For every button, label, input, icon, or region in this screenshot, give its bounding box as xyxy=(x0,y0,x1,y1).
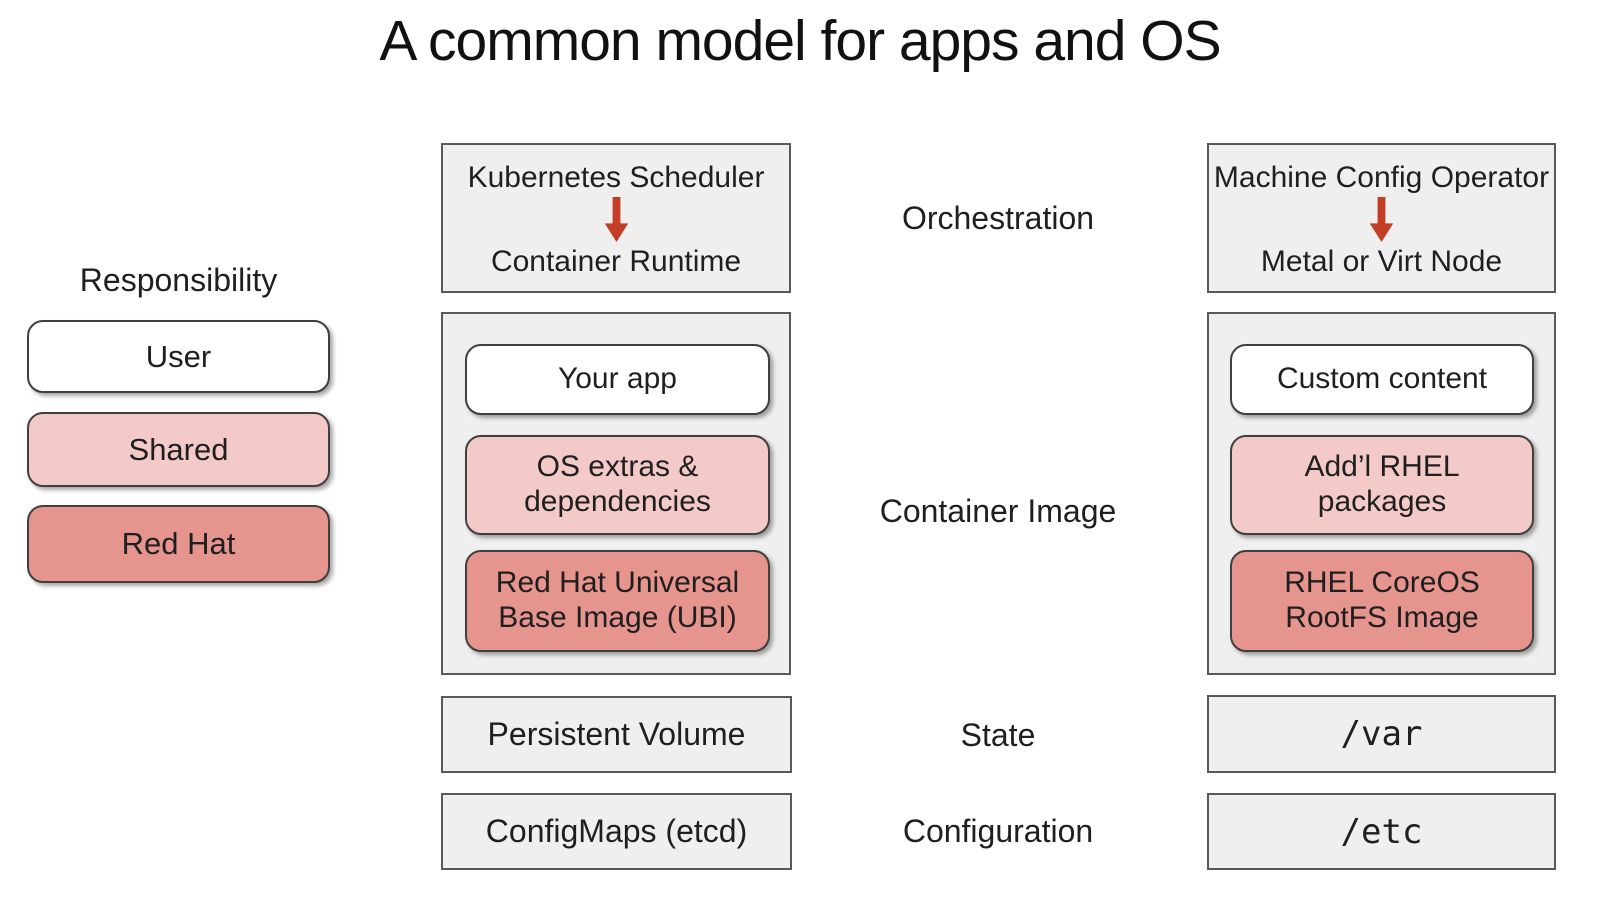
legend-item-shared: Shared xyxy=(27,412,330,487)
apps-orchestration-bottom-label: Container Runtime xyxy=(490,245,742,278)
legend-item-label: Shared xyxy=(128,431,229,467)
legend-item-label: User xyxy=(145,338,212,374)
apps-state-label: Persistent Volume xyxy=(487,716,746,752)
apps-orchestration-top-label: Kubernetes Scheduler xyxy=(467,161,765,194)
os-container-image-panel: Custom content Add’l RHEL packages RHEL … xyxy=(1207,312,1556,675)
stack-item-label: Custom content xyxy=(1276,362,1488,396)
os-state-label: /var xyxy=(1340,714,1423,754)
apps-configuration-label: ConfigMaps (etcd) xyxy=(485,813,748,849)
row-label-state: State xyxy=(960,717,1036,753)
os-orchestration-box: Machine Config Operator Metal or Virt No… xyxy=(1207,143,1556,293)
os-orchestration-top-label: Machine Config Operator xyxy=(1213,161,1550,194)
apps-container-image-panel: Your app OS extras & dependencies Red Ha… xyxy=(441,312,791,675)
os-stack-item-addl-rhel-packages: Add’l RHEL packages xyxy=(1230,435,1534,535)
os-stack-item-custom-content: Custom content xyxy=(1230,344,1534,415)
legend-heading: Responsibility xyxy=(79,262,278,298)
apps-stack-item-your-app: Your app xyxy=(465,344,770,415)
stack-item-label: RHEL CoreOS RootFS Image xyxy=(1284,566,1480,634)
legend-item-redhat: Red Hat xyxy=(27,505,330,583)
stack-item-label: Your app xyxy=(557,362,677,396)
stack-item-label: Add’l RHEL packages xyxy=(1304,450,1460,518)
page-title: A common model for apps and OS xyxy=(379,9,1221,73)
down-arrow-icon xyxy=(1369,197,1394,243)
row-label-container-image: Container Image xyxy=(879,493,1117,529)
apps-stack-item-ubi: Red Hat Universal Base Image (UBI) xyxy=(465,550,770,652)
apps-orchestration-box: Kubernetes Scheduler Container Runtime xyxy=(441,143,791,293)
os-configuration-box: /etc xyxy=(1207,793,1556,870)
apps-configuration-box: ConfigMaps (etcd) xyxy=(441,793,792,870)
row-label-orchestration: Orchestration xyxy=(901,200,1095,236)
legend-item-user: User xyxy=(27,320,330,393)
apps-state-box: Persistent Volume xyxy=(441,696,792,773)
os-configuration-label: /etc xyxy=(1340,811,1423,852)
os-state-box: /var xyxy=(1207,695,1556,773)
apps-stack-item-os-extras: OS extras & dependencies xyxy=(465,435,770,535)
os-stack-item-rhel-coreos-rootfs: RHEL CoreOS RootFS Image xyxy=(1230,550,1534,652)
row-label-configuration: Configuration xyxy=(902,813,1094,849)
stack-item-label: Red Hat Universal Base Image (UBI) xyxy=(495,566,740,634)
down-arrow-icon xyxy=(604,197,628,243)
legend-item-label: Red Hat xyxy=(121,526,236,562)
stack-item-label: OS extras & dependencies xyxy=(524,450,711,518)
os-orchestration-bottom-label: Metal or Virt Node xyxy=(1260,245,1503,278)
